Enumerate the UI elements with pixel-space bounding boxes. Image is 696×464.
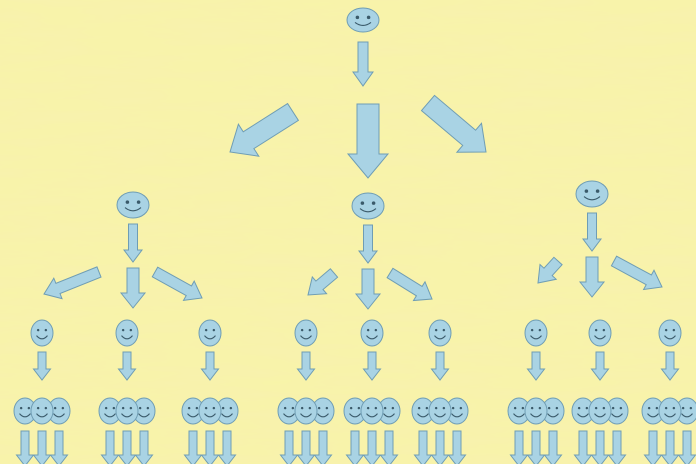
arrow-icon bbox=[279, 430, 299, 464]
smiley-face-icon bbox=[294, 319, 318, 347]
smiley-face-icon bbox=[428, 319, 452, 347]
arrow-icon bbox=[32, 351, 52, 381]
smiley-face-icon bbox=[588, 319, 612, 347]
arrow-icon bbox=[134, 430, 154, 464]
arrow-icon bbox=[229, 102, 300, 157]
arrow-icon bbox=[43, 266, 102, 300]
smiley-face-icon bbox=[605, 397, 629, 425]
arrow-icon bbox=[607, 430, 627, 464]
arrow-icon bbox=[660, 351, 680, 381]
arrow-icon bbox=[307, 268, 339, 296]
arrow-icon bbox=[660, 430, 680, 464]
arrow-icon bbox=[123, 223, 143, 263]
smiley-face-icon bbox=[541, 397, 565, 425]
arrow-icon bbox=[526, 430, 546, 464]
arrow-icon bbox=[573, 430, 593, 464]
arrow-icon bbox=[151, 266, 203, 302]
arrow-icon bbox=[354, 268, 382, 310]
smiley-face-icon bbox=[198, 397, 222, 425]
smiley-face-icon bbox=[30, 319, 54, 347]
arrow-icon bbox=[379, 430, 399, 464]
smiley-face-icon bbox=[311, 397, 335, 425]
arrow-icon bbox=[49, 430, 69, 464]
arrow-icon bbox=[119, 267, 147, 309]
arrow-icon bbox=[352, 41, 374, 87]
smiley-face-icon bbox=[115, 397, 139, 425]
faces-layer bbox=[13, 7, 696, 425]
arrow-icon bbox=[358, 224, 378, 264]
smiley-face-icon bbox=[116, 191, 150, 219]
arrow-icon bbox=[100, 430, 120, 464]
arrow-icon bbox=[413, 430, 433, 464]
smiley-face-icon bbox=[571, 397, 595, 425]
arrow-icon bbox=[420, 94, 487, 153]
arrow-icon bbox=[386, 267, 433, 302]
arrow-icon bbox=[526, 351, 546, 381]
arrow-icon bbox=[590, 351, 610, 381]
arrow-icon bbox=[610, 255, 663, 291]
smiley-face-icon bbox=[588, 397, 612, 425]
smiley-face-icon bbox=[346, 7, 380, 33]
arrow-icon bbox=[200, 430, 220, 464]
arrow-icon bbox=[582, 212, 602, 252]
arrow-icon bbox=[430, 430, 450, 464]
arrow-icon bbox=[313, 430, 333, 464]
smiley-face-icon bbox=[30, 397, 54, 425]
arrow-icon bbox=[117, 430, 137, 464]
arrow-icon bbox=[345, 430, 365, 464]
smiley-face-icon bbox=[360, 397, 384, 425]
arrow-icon bbox=[537, 256, 563, 284]
arrow-icon bbox=[677, 430, 696, 464]
smiley-face-icon bbox=[428, 397, 452, 425]
arrow-icon bbox=[183, 430, 203, 464]
arrow-icon bbox=[590, 430, 610, 464]
smiley-face-icon bbox=[198, 319, 222, 347]
arrows-layer bbox=[15, 41, 696, 464]
smiley-face-icon bbox=[524, 319, 548, 347]
arrow-icon bbox=[543, 430, 563, 464]
smiley-face-icon bbox=[351, 192, 385, 220]
arrow-icon bbox=[15, 430, 35, 464]
arrow-icon bbox=[200, 351, 220, 381]
smiley-face-icon bbox=[115, 319, 139, 347]
smiley-face-icon bbox=[658, 319, 682, 347]
arrow-icon bbox=[578, 256, 606, 298]
smiley-face-icon bbox=[377, 397, 401, 425]
smiley-face-icon bbox=[294, 397, 318, 425]
arrow-icon bbox=[117, 351, 137, 381]
smiley-face-icon bbox=[360, 319, 384, 347]
arrow-icon bbox=[346, 103, 390, 179]
arrow-icon bbox=[296, 351, 316, 381]
arrow-icon bbox=[362, 351, 382, 381]
arrow-icon bbox=[296, 430, 316, 464]
arrow-icon bbox=[32, 430, 52, 464]
smiley-face-icon bbox=[13, 397, 37, 425]
smiley-face-icon bbox=[575, 180, 609, 208]
arrow-icon bbox=[362, 430, 382, 464]
arrow-icon bbox=[509, 430, 529, 464]
arrow-icon bbox=[430, 351, 450, 381]
arrow-icon bbox=[643, 430, 663, 464]
smiley-face-icon bbox=[524, 397, 548, 425]
smiley-face-icon bbox=[658, 397, 682, 425]
arrow-icon bbox=[217, 430, 237, 464]
arrow-icon bbox=[447, 430, 467, 464]
